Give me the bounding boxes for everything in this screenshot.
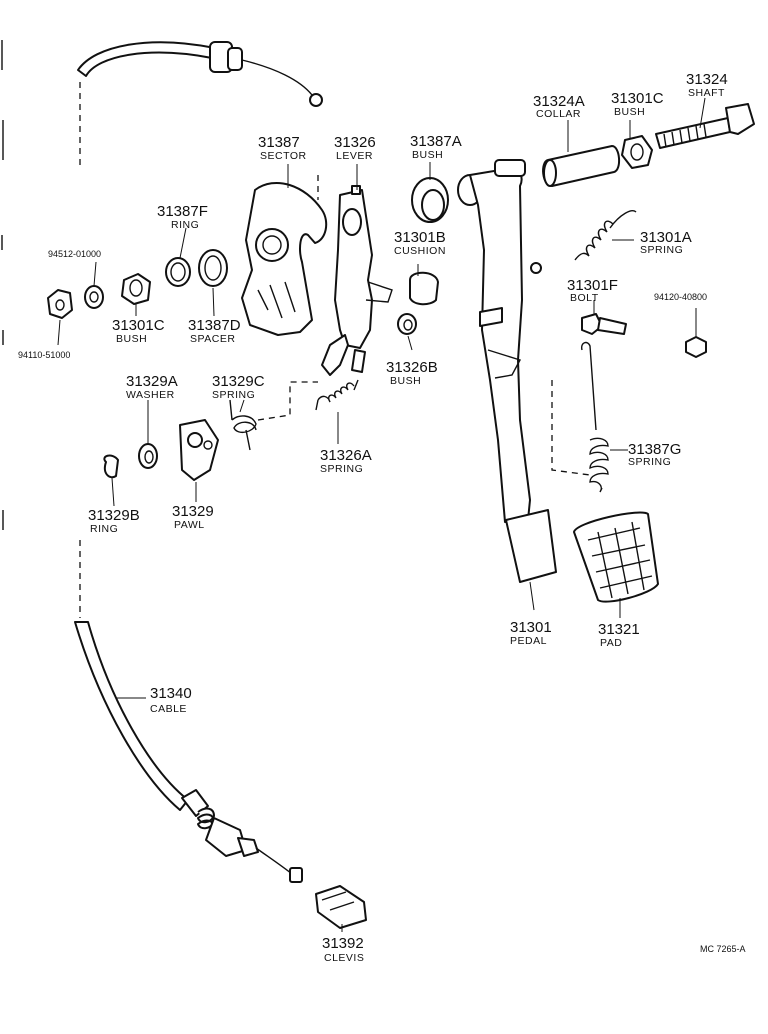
lever-part: [321, 185, 393, 376]
label-name-washer: WASHER: [126, 389, 175, 401]
label-number-shaft: 31324: [686, 71, 728, 88]
washer-part: [138, 443, 158, 469]
spring-31301a-part: [574, 210, 637, 261]
label-name-spring-g: SPRING: [628, 456, 671, 468]
ring-31329b-part: [103, 454, 119, 479]
spring-31329c-part: [229, 381, 318, 451]
label-name-cushion: CUSHION: [394, 245, 446, 257]
pad-part: [573, 511, 659, 603]
left-edge-marks: [1, 40, 4, 530]
label-number-lever: 31326: [334, 134, 376, 151]
cable-lower: [74, 540, 303, 883]
label-name-collar: COLLAR: [536, 108, 581, 120]
label-name-spring-c: SPRING: [212, 389, 255, 401]
label-name-bush-b: BUSH: [390, 375, 421, 387]
label-number-bush-b: 31326B: [386, 359, 438, 376]
label-name-pawl: PAWL: [174, 519, 205, 531]
label-number-collar: 31324A: [533, 93, 585, 110]
label-number-bush-c-top: 31301C: [611, 90, 664, 107]
clevis-part: [315, 885, 367, 929]
sector-part: [241, 175, 328, 336]
label-number-spacer: 31387D: [188, 317, 241, 334]
label-number-bolt: 31301F: [567, 277, 618, 294]
label-number-bush-c-left: 31301C: [112, 317, 165, 334]
label-number-ring-f: 31387F: [157, 203, 208, 220]
label-number-cable: 31340: [150, 685, 192, 702]
label-number-pedal: 31301: [510, 619, 552, 636]
label-name-pedal: PEDAL: [510, 635, 547, 647]
label-name-ring-f: RING: [171, 219, 199, 231]
spring-31387g-part: [551, 341, 609, 493]
label-name-bolt: BOLT: [570, 292, 599, 304]
label-number-spring-26a: 31326A: [320, 447, 372, 464]
bush-31326b-part: [397, 313, 417, 335]
label-name-ring-b: RING: [90, 523, 118, 535]
cable-upper-end: [77, 41, 323, 170]
bolt-part: [581, 313, 627, 335]
label-name-lever: LEVER: [336, 150, 373, 162]
label-name-bush-a: BUSH: [412, 149, 443, 161]
spring-31326a-part: [315, 379, 359, 411]
cushion-part: [409, 271, 439, 306]
figure-code: MC 7265-A: [700, 944, 746, 954]
label-number-pawl: 31329: [172, 503, 214, 520]
bush-31387a-part: [411, 177, 449, 223]
label-name-shaft: SHAFT: [688, 87, 725, 99]
label-number-sector: 31387: [258, 134, 300, 151]
label-name-bush-c-left: BUSH: [116, 333, 147, 345]
label-number-spring-g: 31387G: [628, 441, 681, 458]
label-number-spring-c: 31329C: [212, 373, 265, 390]
pawl-part: [179, 419, 219, 481]
label-number-nut-left: 94110-51000: [18, 350, 70, 360]
part-labels: 31387 SECTOR 31326 LEVER 31387A BUSH 313…: [18, 71, 746, 964]
label-number-clevis: 31392: [322, 935, 364, 952]
leader-lines: [57, 97, 706, 932]
label-number-washer-code: 94512-01000: [48, 249, 101, 259]
label-number-spring-a: 31301A: [640, 229, 692, 246]
label-name-sector: SECTOR: [260, 150, 307, 162]
nut-right-part: [685, 336, 707, 358]
label-name-clevis: CLEVIS: [324, 952, 364, 964]
label-number-pad: 31321: [598, 621, 640, 638]
label-name-bush-c-top: BUSH: [614, 106, 645, 118]
pedal-part: [457, 159, 557, 583]
left-hardware-stack: [47, 249, 228, 319]
label-name-cable: CABLE: [150, 703, 187, 715]
label-name-spring-a: SPRING: [640, 244, 683, 256]
label-name-spacer: SPACER: [190, 333, 235, 345]
shaft-assembly: [542, 103, 755, 187]
label-number-washer: 31329A: [126, 373, 178, 390]
label-number-cushion: 31301B: [394, 229, 446, 246]
label-name-spring-26a: SPRING: [320, 463, 363, 475]
label-name-pad: PAD: [600, 637, 622, 649]
label-number-nut-right: 94120-40800: [654, 292, 707, 302]
label-number-ring-b: 31329B: [88, 507, 140, 524]
label-number-bush-a: 31387A: [410, 133, 462, 150]
